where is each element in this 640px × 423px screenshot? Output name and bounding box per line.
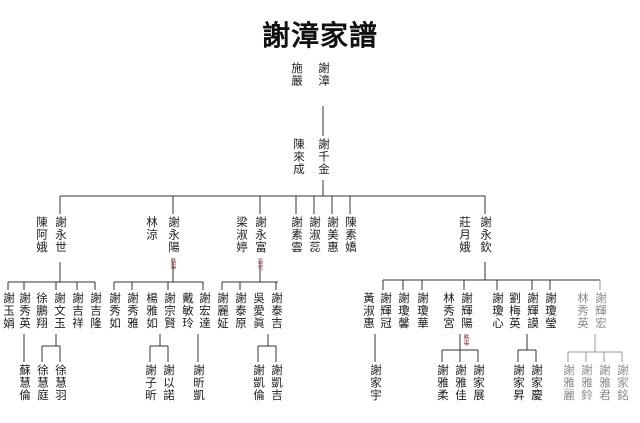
person-xu-huiting: 徐慧庭 — [36, 364, 50, 402]
person-xie-yujuan: 謝玉娟 — [2, 292, 16, 330]
elder-tag: 長老 — [256, 258, 263, 270]
person-xie-yinuo: 謝以諾 — [162, 364, 176, 402]
spouse-liu-meiying: 劉梅英 — [508, 292, 522, 330]
spouse-huang-shuhui: 黃淑惠 — [362, 292, 376, 330]
person-xie-hongda: 謝宏達 — [198, 292, 212, 330]
spouse-shi-yan: 施嚴 — [290, 62, 304, 87]
spouse-xu-pengxiang: 徐鵬翔 — [35, 292, 49, 330]
spouse-chen-ae: 陳阿娥 — [35, 216, 49, 254]
person-xie-yongshi: 謝永世 — [54, 216, 68, 254]
person-xie-huiyang: 謝輝陽 — [460, 292, 474, 330]
person-xie-wenyu: 謝文玉 — [53, 292, 67, 330]
person-xie-jiaming: 謝家銘 — [616, 364, 630, 402]
person-xu-huiyu: 徐慧羽 — [54, 364, 68, 402]
person-xie-shuling: 謝淑蕊 — [308, 216, 322, 254]
person-xie-lizheng: 謝麗姃 — [216, 292, 230, 330]
person-xie-jiasheng: 謝家昇 — [512, 364, 526, 402]
person-xie-xiuying: 謝秀英 — [18, 292, 32, 330]
person-xie-huihong: 謝輝宏 — [594, 292, 608, 330]
person-xie-jilong: 謝吉隆 — [89, 292, 103, 330]
person-xie-yongyang: 謝永陽 — [167, 216, 181, 254]
person-xie-taiji: 謝泰吉 — [270, 292, 284, 330]
person-xie-meihui: 謝美惠 — [326, 216, 340, 254]
person-xie-huiguan: 謝輝冠 — [379, 292, 393, 330]
person-xie-huimo: 謝輝謨 — [526, 292, 540, 330]
person-xie-yarou: 謝雅柔 — [436, 364, 450, 402]
person-xie-kaiji: 謝凱吉 — [270, 364, 284, 402]
spouse-lin-liang: 林涼 — [145, 216, 159, 241]
person-xie-qianjin: 謝千金 — [317, 138, 331, 176]
person-xie-jiazhan: 謝家展 — [472, 364, 486, 402]
person-xie-yajun: 謝雅君 — [598, 364, 612, 402]
person-xie-qionghua: 謝瓊華 — [416, 292, 430, 330]
person-xie-xiuru: 謝秀如 — [108, 292, 122, 330]
person-xie-zixin: 謝子昕 — [144, 364, 158, 402]
page-title: 謝漳家譜 — [261, 19, 378, 52]
person-xie-zongxian: 謝宗賢 — [163, 292, 177, 330]
person-chen-sujiao: 陳素嬌 — [344, 216, 358, 254]
person-xie-jiayu: 謝家宇 — [369, 364, 383, 402]
spouse-yang-yaru: 楊雅如 — [145, 292, 159, 330]
person-xie-yaling: 謝雅鈴 — [580, 364, 594, 402]
person-xie-xinkai: 謝昕凱 — [192, 364, 206, 402]
spouse-lin-xiugong: 林秀宮 — [442, 292, 456, 330]
person-xie-xiuya: 謝秀雅 — [126, 292, 140, 330]
spouse-chen-laicheng: 陳來成 — [292, 138, 306, 176]
anecdote-tag: 軼事 — [462, 334, 469, 346]
person-xie-yajia: 謝雅佳 — [454, 364, 468, 402]
person-xie-qiongxin: 謝瓊馨 — [397, 292, 411, 330]
person-su-huilun: 蘇慧倫 — [18, 364, 32, 402]
spouse-zhuang-yuee: 莊月娥 — [458, 216, 472, 254]
person-xie-jiaqing: 謝家慶 — [530, 364, 544, 402]
spouse-lin-xiuying: 林秀英 — [576, 292, 590, 330]
spouse-dai-minling: 戴敏玲 — [181, 292, 195, 330]
person-xie-qiongxin-2: 謝瓊心 — [491, 292, 505, 330]
anecdote-tag: 軼事 — [169, 258, 176, 270]
person-xie-suyun: 謝素雲 — [290, 216, 304, 254]
person-xie-yongfu: 謝永富 — [254, 216, 268, 254]
person-xie-jixiang: 謝吉祥 — [71, 292, 85, 330]
spouse-liang-shuting: 梁淑婷 — [235, 216, 249, 254]
person-xie-kailun: 謝凱倫 — [252, 364, 266, 402]
person-xie-taiyuan: 謝泰原 — [234, 292, 248, 330]
spouse-wu-aizhen: 吳愛眞 — [252, 292, 266, 330]
person-xie-yali: 謝雅麗 — [562, 364, 576, 402]
person-xie-yongqin: 謝永欽 — [479, 216, 493, 254]
person-xie-qiongying: 謝瓊瑩 — [544, 292, 558, 330]
person-xie-zhang: 謝漳 — [317, 62, 331, 87]
